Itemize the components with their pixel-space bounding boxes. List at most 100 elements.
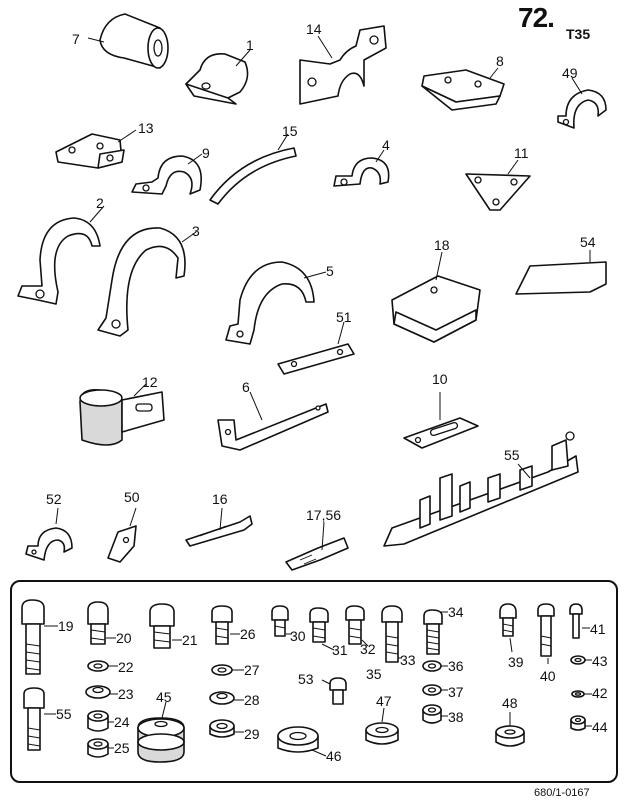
part-51-flat-strap (277, 321, 355, 375)
part-53-small-bolt (321, 677, 347, 705)
part-12-tube-clamp (79, 383, 165, 446)
callout-4: 4 (382, 137, 390, 153)
callout-6: 6 (242, 379, 250, 395)
part-28-washer (209, 691, 244, 705)
callout-43: 43 (592, 653, 608, 669)
part-9-small-strap (131, 153, 203, 195)
part-37-washer (422, 684, 448, 696)
part-21-bolt (149, 603, 182, 649)
callout-29: 29 (244, 726, 260, 742)
part-27-lock-washer (211, 664, 244, 676)
part-40-long-bolt (537, 603, 555, 664)
callout-35: 35 (366, 666, 382, 682)
part-23-washer (85, 685, 118, 699)
part-33-long-bolt (381, 605, 403, 663)
callout-26: 26 (240, 626, 256, 642)
part-50-angle-clip (107, 507, 137, 563)
part-6-l-bracket (217, 391, 329, 451)
callout-31: 31 (332, 642, 348, 658)
part-25-nut (87, 738, 114, 758)
part-55-bolt (23, 687, 56, 751)
part-34-threaded-bolt (423, 609, 448, 655)
part-10-slotted-plate (403, 392, 479, 449)
callout-22: 22 (118, 659, 134, 675)
callout-39: 39 (508, 654, 524, 670)
part-13-double-bracket (55, 129, 137, 169)
part-41-screw (569, 603, 590, 639)
callout-25: 25 (114, 740, 130, 756)
callout-16: 16 (212, 491, 228, 507)
callout-40: 40 (540, 668, 556, 684)
part-4-small-clamp (333, 149, 390, 187)
callout-5: 5 (326, 263, 334, 279)
part-2-large-strap-clamp (17, 205, 105, 305)
callout-41: 41 (590, 621, 606, 637)
part-48-thick-washer (495, 712, 525, 747)
page-suffix: T35 (566, 26, 591, 42)
part-1-clamp (185, 49, 251, 105)
part-38-nut (422, 704, 448, 724)
part-22-lock-washer (87, 660, 118, 672)
callout-7: 7 (72, 31, 80, 47)
callout-52: 52 (46, 491, 62, 507)
part-54-angle-strip (515, 250, 607, 295)
callout-45: 45 (156, 689, 172, 705)
part-26-bolt (211, 605, 240, 645)
part-44-nut (570, 715, 592, 731)
part-30-short-bolt (271, 605, 292, 637)
callout-46: 46 (326, 748, 342, 764)
part-14-saddle-bracket (299, 25, 387, 105)
callout-54: 54 (580, 234, 596, 250)
part-36-lock-washer (422, 660, 448, 672)
callout-13: 13 (138, 120, 154, 136)
part-46-large-nut (277, 726, 327, 757)
callout-2: 2 (96, 195, 104, 211)
callout-19: 19 (58, 618, 74, 634)
part-43-lock-washer (570, 655, 592, 665)
part-55-frame-assembly (383, 431, 579, 547)
callout-3: 3 (192, 223, 200, 239)
part-52-small-clip (25, 507, 73, 561)
part-31-bolt (309, 607, 335, 651)
part-11-triangular-plate (465, 159, 531, 211)
part-32-bolt (345, 605, 369, 647)
part-24-nut (87, 710, 114, 732)
callout-24: 24 (114, 714, 130, 730)
part-42-washer (571, 690, 592, 698)
callout-55a: 55 (504, 447, 520, 463)
callout-17-56: 17,56 (306, 507, 341, 523)
callout-53: 53 (298, 671, 314, 687)
part-7-rubber-sleeve (87, 13, 169, 69)
callout-23: 23 (118, 686, 134, 702)
callout-18: 18 (434, 237, 450, 253)
fastener-panel-frame (10, 580, 618, 783)
callout-42: 42 (592, 685, 608, 701)
callout-49: 49 (562, 65, 578, 81)
part-49-small-clip (557, 77, 607, 129)
part-18-block (391, 251, 481, 343)
part-29-washer (209, 719, 244, 738)
callout-30: 30 (290, 628, 306, 644)
callout-28: 28 (244, 692, 260, 708)
part-8-angled-plate (421, 67, 505, 111)
callout-1: 1 (246, 37, 254, 53)
part-20-bolt (87, 601, 116, 645)
callout-11: 11 (514, 145, 529, 161)
callout-55b: 55 (56, 706, 72, 722)
callout-14: 14 (306, 21, 322, 37)
callout-20: 20 (116, 630, 132, 646)
part-39-stud (499, 603, 517, 653)
callout-48: 48 (502, 695, 518, 711)
callout-38: 38 (448, 709, 464, 725)
callout-36: 36 (448, 658, 464, 674)
callout-33: 33 (400, 652, 416, 668)
part-17-56-connector (285, 521, 349, 571)
part-19-long-bolt (21, 599, 58, 675)
part-5-curved-saddle (225, 261, 327, 345)
callout-32: 32 (360, 641, 376, 657)
callout-44: 44 (592, 719, 608, 735)
callout-37: 37 (448, 684, 464, 700)
part-45-rubber-mount (137, 701, 185, 763)
callout-12: 12 (142, 374, 158, 390)
